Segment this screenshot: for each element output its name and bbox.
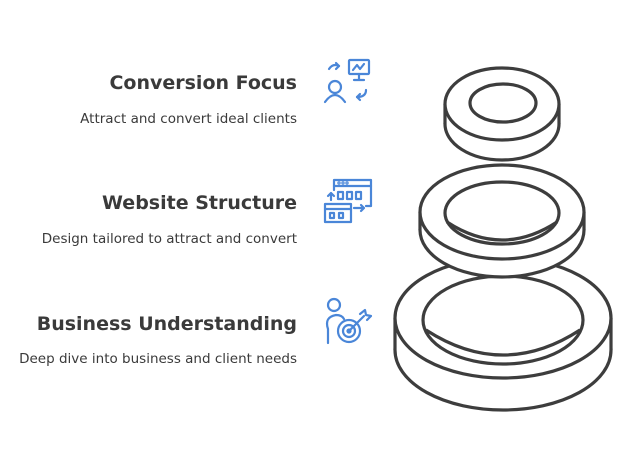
ring-top (443, 66, 561, 162)
ring-bottom (393, 256, 613, 412)
level-title: Conversion Focus (109, 72, 297, 94)
level-description: Design tailored to attract and convert (41, 231, 297, 247)
level-title: Website Structure (102, 192, 297, 214)
ring-middle (418, 163, 586, 279)
person-target-icon (325, 297, 373, 345)
level-title: Business Understanding (36, 313, 297, 335)
website-layout-icon (323, 178, 373, 224)
level-description: Deep dive into business and client needs (19, 351, 297, 367)
user-conversion-chart-icon (323, 58, 371, 104)
level-description: Attract and convert ideal clients (80, 111, 297, 127)
